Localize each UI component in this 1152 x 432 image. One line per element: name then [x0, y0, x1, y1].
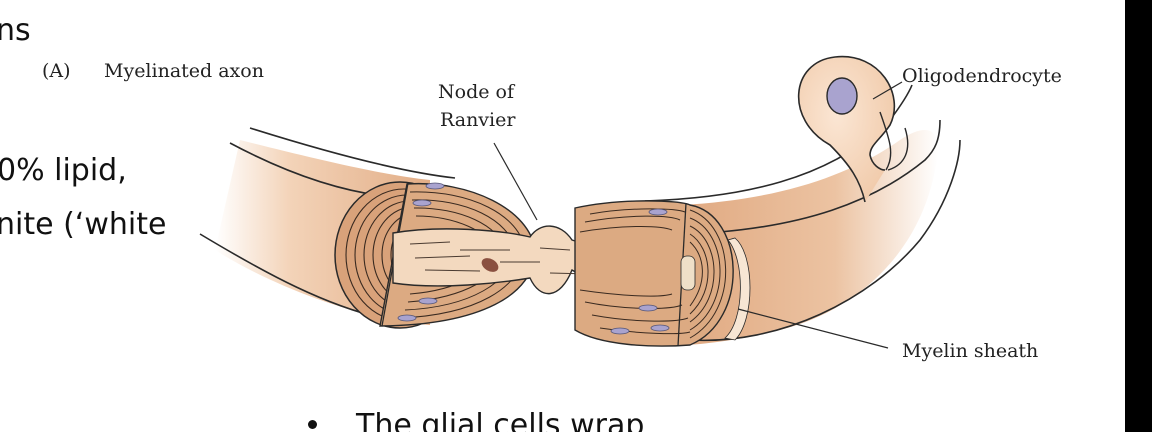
- bullet-text: The glial cells wrap: [356, 408, 645, 432]
- right-black-border: [1125, 0, 1152, 432]
- slide-text-line-1: ns: [0, 13, 31, 48]
- right-internode: [574, 84, 961, 347]
- left-internode: [199, 127, 536, 329]
- slide-text-line-3: nite (‘white: [0, 207, 167, 242]
- figure-panel-label: (A): [42, 60, 71, 82]
- label-oligodendrocyte: Oligodendrocyte: [902, 65, 1062, 87]
- label-node-of-ranvier-line1: Node of: [438, 81, 514, 103]
- label-myelin-sheath: Myelin sheath: [902, 340, 1039, 362]
- label-node-of-ranvier-line2: Ranvier: [440, 109, 516, 131]
- oligodendrocyte-cell: [797, 55, 909, 203]
- figure-panel-title: Myelinated axon: [104, 60, 264, 82]
- slide-text-line-2: 0% lipid,: [0, 153, 127, 188]
- myelinated-axon-illustration: [199, 55, 961, 349]
- oligodendrocyte-leader: [872, 81, 903, 100]
- node-of-ranvier-leader: [493, 142, 538, 221]
- bullet-point: [308, 420, 317, 429]
- slide: ns 0% lipid, nite (‘white: [0, 13, 1062, 432]
- myelin-sheath-leader: [737, 308, 889, 349]
- oligodendrocyte-nucleus: [826, 77, 858, 115]
- mitochondrion-left: [481, 258, 499, 272]
